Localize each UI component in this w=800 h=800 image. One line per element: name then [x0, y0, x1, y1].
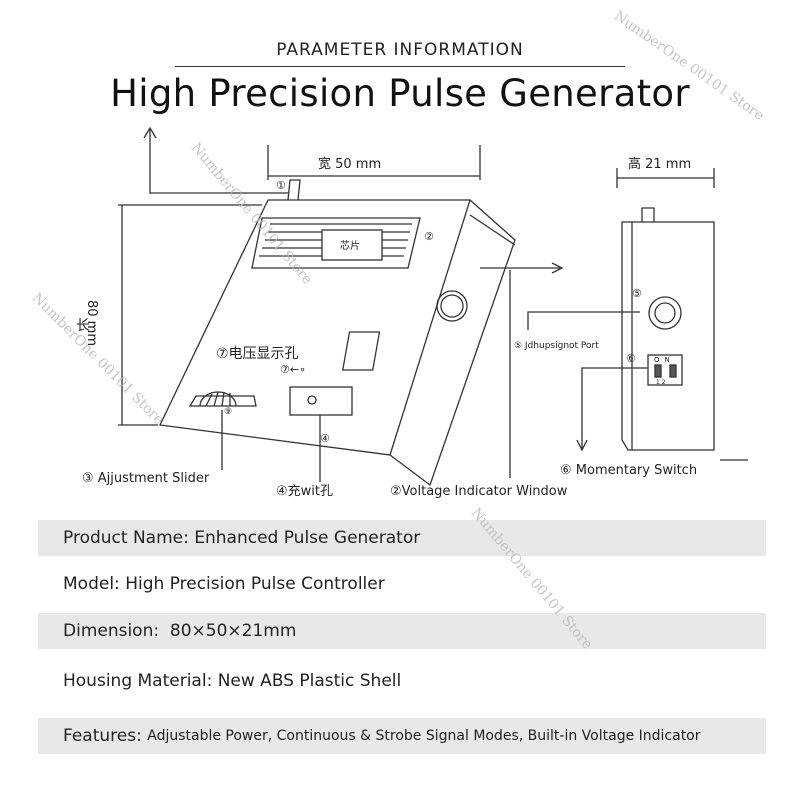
marker-7: ⑦←∘ [280, 363, 306, 376]
adjustment-slider [188, 395, 257, 407]
spec-row-dimension: Dimension: 80×50×21mm [38, 613, 766, 649]
spec-value: High Precision Pulse Controller [125, 574, 385, 594]
callout-voltage-window: ②Voltage Indicator Window [390, 484, 568, 499]
spec-label: Model: [63, 574, 126, 594]
spec-value: New ABS Plastic Shell [217, 671, 402, 691]
length-dim-mm: 80 mm [84, 300, 99, 346]
spec-row-model: Model: High Precision Pulse Controller [38, 566, 766, 602]
side-view-body [621, 221, 715, 451]
spec-row-product: Product Name: Enhanced Pulse Generator [38, 520, 766, 556]
marker-6: ⑥ [626, 352, 636, 365]
marker-2: ② [424, 230, 434, 243]
chip-area [251, 217, 421, 269]
front-button [436, 290, 468, 322]
spec-label: Product Name: [63, 528, 195, 548]
marker-4: ④ [320, 432, 330, 445]
spec-value: 80×50×21mm [169, 621, 297, 641]
marker-1: ① [276, 179, 286, 192]
marker-9: ⑨ [224, 407, 232, 417]
side-view-button [648, 296, 682, 330]
voltage-hole-label: ⑦电压显示孔 [216, 346, 299, 362]
switch-numbers: 1 2 [656, 379, 666, 386]
spec-value: Adjustable Power, Continuous & Strobe Si… [147, 728, 701, 744]
spec-label: Dimension: [63, 621, 170, 641]
width-dimension-text: 宽 50 mm [318, 156, 381, 172]
antenna-leader [149, 128, 288, 194]
display-window [341, 331, 381, 371]
parameter-information-label: PARAMETER INFORMATION [276, 40, 524, 60]
charge-port [289, 386, 353, 416]
callout-charge-hole: ④充wit孔 [276, 483, 333, 499]
antenna [287, 179, 301, 201]
spec-value: Enhanced Pulse Generator [194, 528, 421, 548]
callout-momentary-switch: ⑥ Momentary Switch [560, 463, 697, 478]
page-title: High Precision Pulse Generator [110, 72, 690, 115]
header-rule [175, 66, 625, 67]
side-view-switch [647, 354, 683, 386]
chip-label: 芯片 [340, 239, 360, 252]
spec-label: Features: [63, 726, 148, 746]
length-dim-cn: 长 [76, 318, 90, 334]
spec-label: Housing Material: [63, 671, 218, 691]
callout-adjustment-slider: ③ Ajjustment Slider [82, 471, 210, 486]
switch-on-text: ON [654, 356, 675, 364]
marker-5: ⑤ [632, 287, 642, 300]
height-dimension-text: 高 21 mm [628, 156, 691, 172]
product-diagram: 宽 50 mm 长 80 mm 高 21 mm 芯片 ① ② ④ ⑤ ⑥ ⑨ ⑦… [76, 126, 748, 499]
device-side-face [389, 199, 516, 487]
spec-row-material: Housing Material: New ABS Plastic Shell [38, 663, 766, 699]
callout-port: ⑤ Jdhupsignot Port [514, 341, 599, 351]
spec-row-features: Features: Adjustable Power, Continuous &… [38, 718, 766, 754]
